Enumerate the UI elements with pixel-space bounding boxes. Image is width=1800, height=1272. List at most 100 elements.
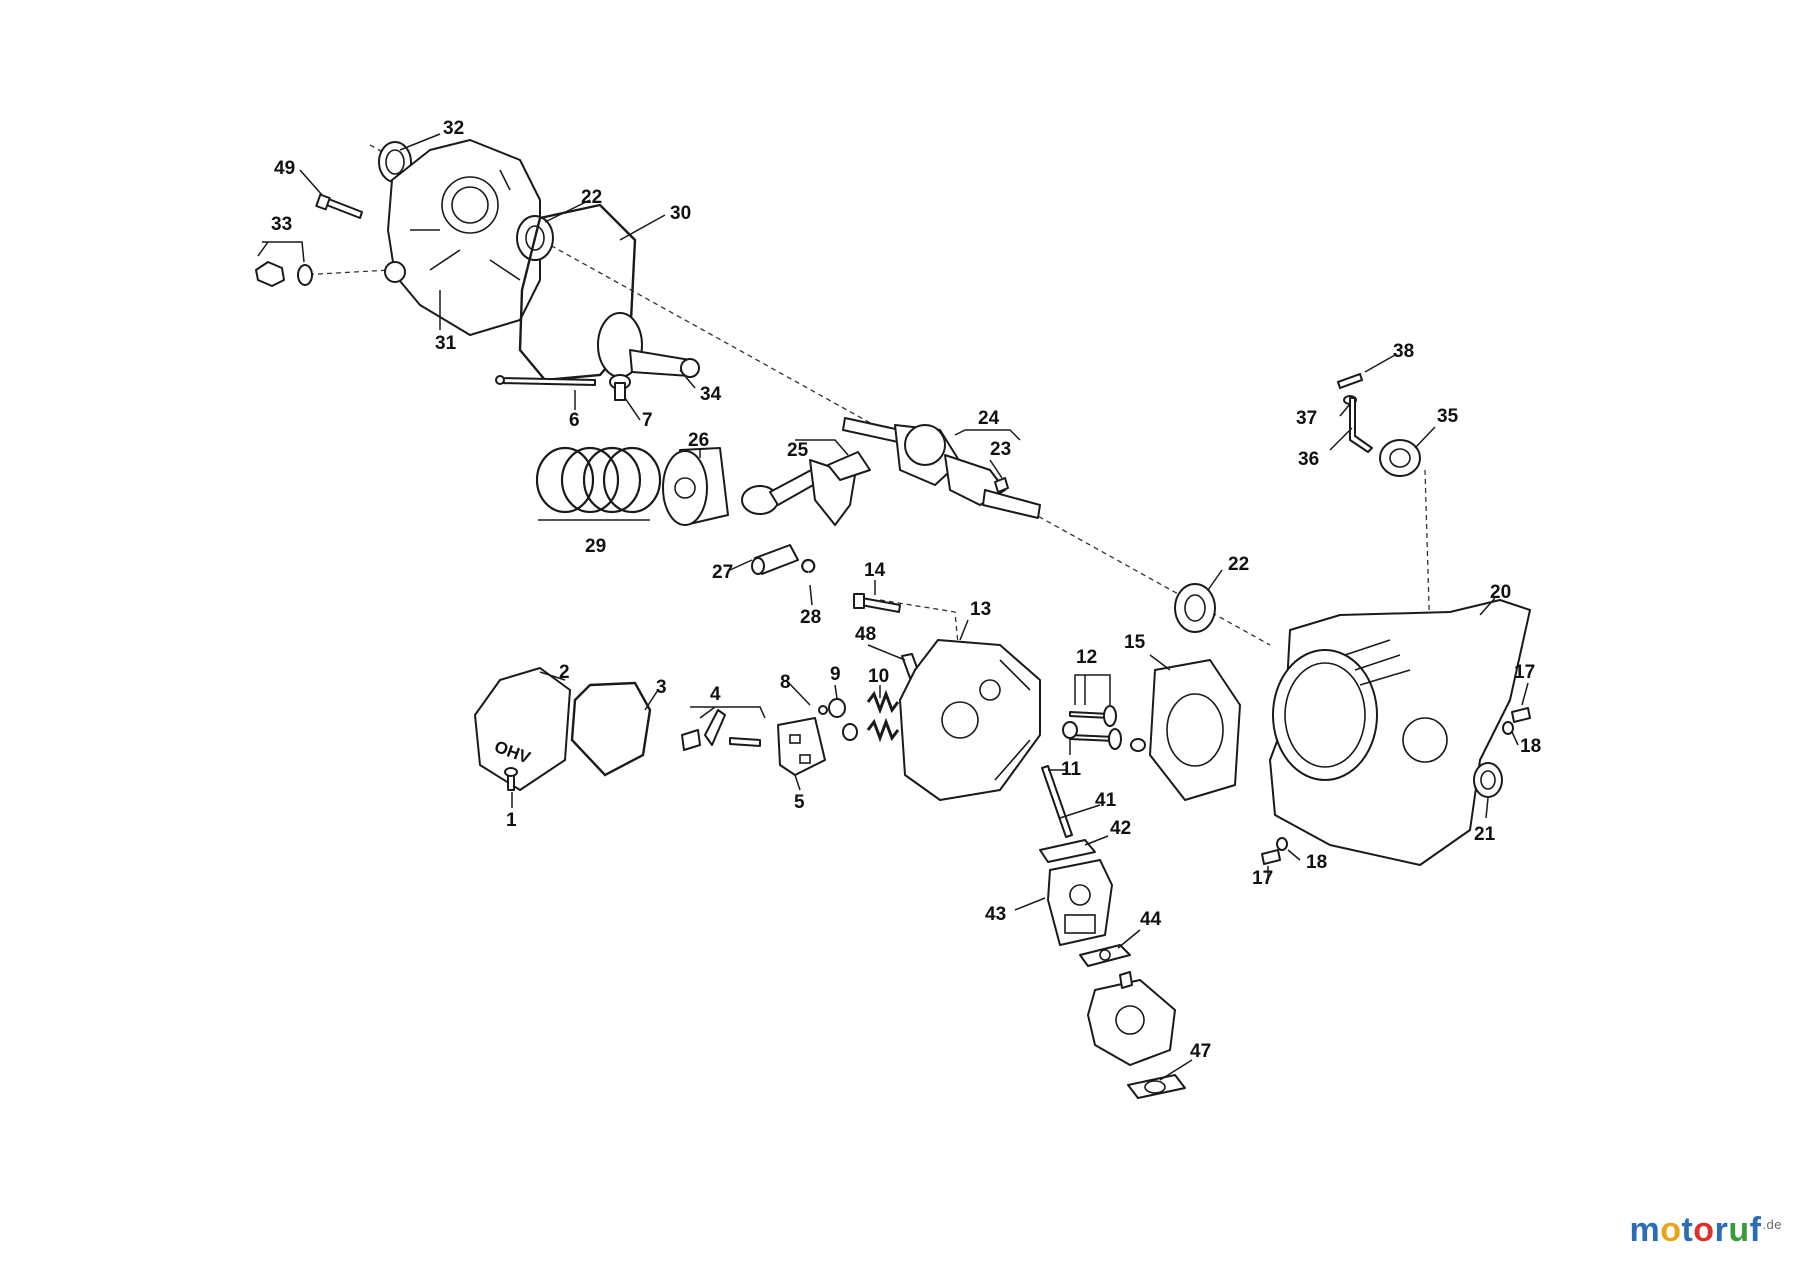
callout-44: 44 <box>1140 909 1162 930</box>
callout-13: 13 <box>970 599 991 620</box>
camshaft-34 <box>597 312 700 378</box>
valves-12 <box>1069 705 1122 750</box>
callout-1: 1 <box>506 810 517 831</box>
logo-letter: f <box>1749 1211 1762 1249</box>
drain-plug-33 <box>255 261 313 287</box>
callout-49: 49 <box>274 158 295 179</box>
rocker-arm-4 <box>681 709 761 751</box>
callout-15: 15 <box>1124 632 1146 653</box>
callout-2: 2 <box>559 662 570 683</box>
callout-35: 35 <box>1437 406 1459 427</box>
callout-43: 43 <box>985 904 1006 925</box>
callout-18a: 18 <box>1520 736 1541 757</box>
push-rod-6 <box>495 375 596 386</box>
carb-gasket-44 <box>1079 944 1131 967</box>
callout-20: 20 <box>1490 582 1511 603</box>
callout-41: 41 <box>1095 790 1117 811</box>
callout-33: 33 <box>271 214 292 235</box>
head-bolt-14 <box>853 593 901 613</box>
callout-31: 31 <box>435 333 457 354</box>
callout-29: 29 <box>585 536 606 557</box>
carburetor <box>1087 971 1176 1066</box>
callout-14: 14 <box>864 560 886 581</box>
cover-bolt-1 <box>504 767 518 791</box>
callout-24: 24 <box>978 408 1000 429</box>
callout-25: 25 <box>787 440 809 461</box>
piston-pin-27 <box>751 544 799 575</box>
governor-gear-35 <box>1379 439 1421 477</box>
callout-28: 28 <box>800 607 821 628</box>
callout-22b: 22 <box>1228 554 1249 575</box>
woodruff-key-23 <box>994 477 1009 493</box>
callout-3: 3 <box>656 677 667 698</box>
callout-23: 23 <box>990 439 1011 460</box>
callout-22a: 22 <box>581 187 602 208</box>
intake-gasket-42 <box>1039 839 1096 863</box>
drain-axis-line <box>299 269 391 276</box>
callout-8: 8 <box>780 672 791 693</box>
logo-letter: t <box>1681 1211 1694 1249</box>
insulator-43 <box>1047 859 1113 946</box>
callout-6: 6 <box>569 410 580 431</box>
logo-letter: m <box>1629 1211 1661 1249</box>
callout-34: 34 <box>700 384 722 405</box>
bolt-49 <box>315 193 363 219</box>
callout-26: 26 <box>688 430 709 451</box>
callout-4: 4 <box>710 684 721 705</box>
callout-5: 5 <box>794 792 805 813</box>
breather-plate-5 <box>777 717 826 776</box>
air-gasket-47 <box>1127 1074 1186 1099</box>
valve-springs-10 <box>866 689 900 743</box>
cylinder-head-13 <box>899 639 1041 801</box>
cover-gasket-3 <box>570 681 652 777</box>
logo-letter: o <box>1660 1211 1682 1249</box>
crankcase-cover-31 <box>384 139 541 336</box>
connecting-rod-25 <box>741 451 871 526</box>
callout-18b: 18 <box>1306 852 1327 873</box>
ball-bearing-22b <box>1174 583 1216 633</box>
logo-letter: r <box>1714 1211 1729 1249</box>
callout-21: 21 <box>1474 824 1496 845</box>
washer-18b <box>1276 837 1288 851</box>
motoruf-watermark-logo: motoruf.de <box>1629 1211 1782 1250</box>
logo-suffix: .de <box>1762 1216 1782 1232</box>
rocker-cover-2: OHV <box>474 667 571 791</box>
callout-37: 37 <box>1296 408 1317 429</box>
governor-shaft-36 <box>1349 397 1373 453</box>
valve-seal-11b <box>1130 738 1146 752</box>
callout-7: 7 <box>642 410 653 431</box>
callout-32: 32 <box>443 118 464 139</box>
governor-axis-line <box>1424 469 1431 641</box>
head-gasket-15 <box>1149 659 1241 801</box>
callout-17b: 17 <box>1252 868 1273 889</box>
washer-18a <box>1502 721 1514 735</box>
callout-36: 36 <box>1298 449 1319 470</box>
bolt-17b <box>1261 849 1281 865</box>
pin-clip-28 <box>801 558 816 574</box>
piston-26 <box>662 447 729 526</box>
callout-11: 11 <box>1061 759 1082 780</box>
valve-keeper-8 <box>818 705 828 715</box>
tappet-7 <box>609 374 631 401</box>
valve-seal-11 <box>1062 721 1078 739</box>
callout-10: 10 <box>868 666 889 687</box>
bolt-17a <box>1511 707 1531 723</box>
callout-48: 48 <box>855 624 876 645</box>
crankcase-20 <box>1269 599 1531 866</box>
callout-17a: 17 <box>1514 662 1535 683</box>
callout-12: 12 <box>1076 647 1097 668</box>
logo-letter: o <box>1693 1211 1715 1249</box>
stud-41 <box>1041 765 1073 838</box>
crankshaft-24 <box>842 417 1041 519</box>
oil-seal-21 <box>1473 762 1503 798</box>
callout-27: 27 <box>712 562 733 583</box>
logo-letter: u <box>1728 1211 1750 1249</box>
callout-9: 9 <box>830 664 841 685</box>
callout-38: 38 <box>1393 341 1414 362</box>
callout-42: 42 <box>1110 818 1131 839</box>
clip-38 <box>1336 372 1364 390</box>
cover-gasket-30 <box>518 203 637 382</box>
callout-30: 30 <box>670 203 691 224</box>
spring-retainer-9 <box>828 698 858 741</box>
